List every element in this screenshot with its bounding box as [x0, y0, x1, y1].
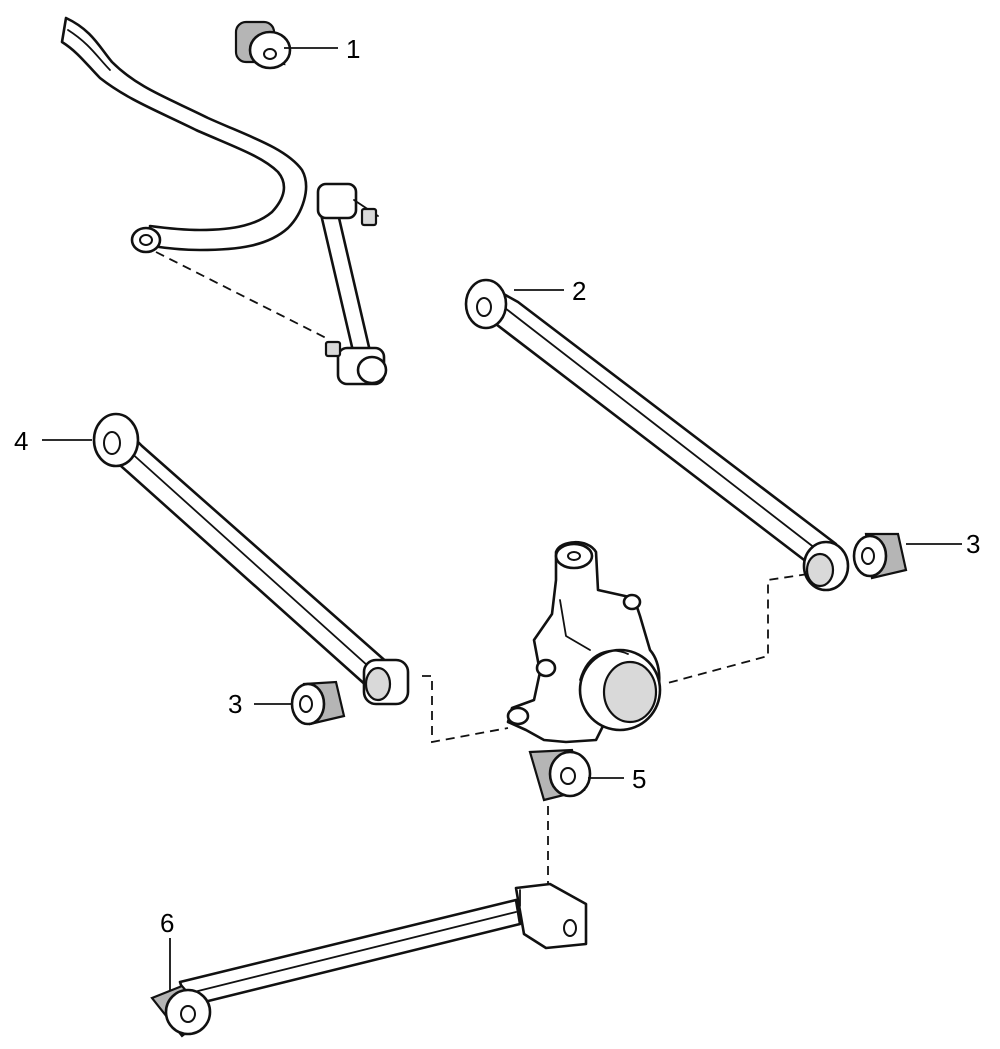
bushing-part-5	[528, 748, 592, 802]
stabilizer-link	[316, 182, 388, 386]
bushing-part-3-left	[290, 680, 346, 726]
control-arm-part-4	[92, 412, 410, 706]
steering-knuckle	[506, 540, 662, 744]
assembly-line-arm4-knuckle	[422, 675, 509, 744]
callout-3-right: 3	[966, 529, 980, 559]
control-arm-part-6	[150, 882, 588, 1038]
callout-2: 2	[572, 276, 586, 306]
assembly-line-stabilizer	[155, 251, 331, 341]
callout-1: 1	[346, 34, 360, 64]
stabilizer-bar	[60, 16, 308, 254]
callout-5: 5	[632, 764, 646, 794]
callout-4: 4	[14, 426, 28, 456]
callout-6: 6	[160, 908, 174, 938]
assembly-line-arm2-knuckle	[663, 573, 809, 685]
callout-3-left: 3	[228, 689, 242, 719]
bushing-part-3-right	[852, 532, 908, 580]
bushing-part-1	[234, 20, 292, 70]
control-arm-part-2	[464, 278, 850, 592]
